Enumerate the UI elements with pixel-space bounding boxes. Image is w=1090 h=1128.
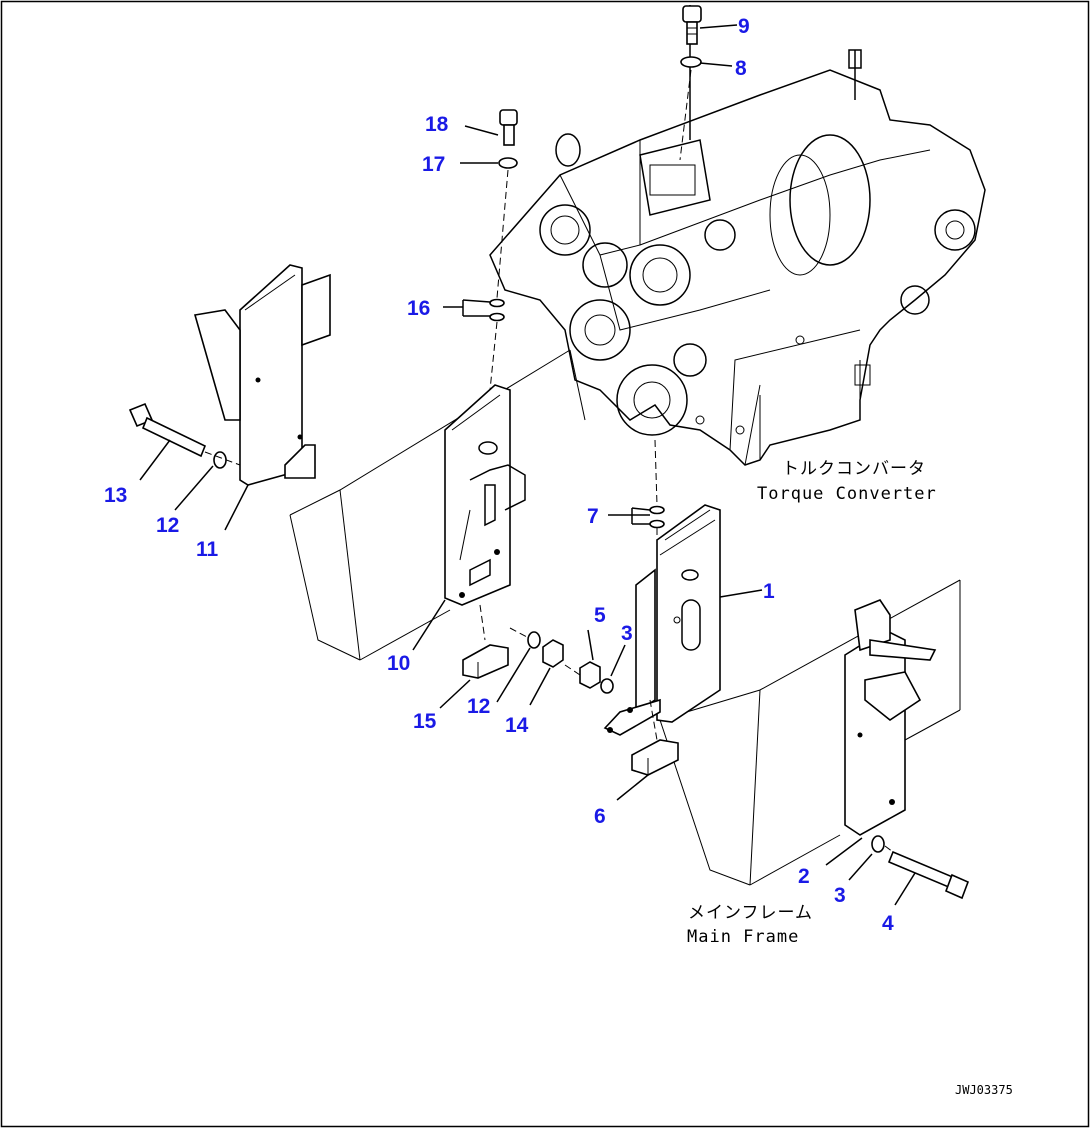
part-12-washer-centre [527,631,541,649]
part-5-nut [579,661,601,689]
callout-2: 2 [798,865,810,888]
part-12-washer-left [213,451,227,469]
callout-16: 16 [407,297,430,320]
drawing-code: JWJ03375 [955,1083,1013,1097]
callout-11: 11 [196,538,219,561]
part-1-bracket-plate [603,504,721,736]
callout-18: 18 [425,113,449,136]
torque-converter-caption-en: Torque Converter [757,484,937,504]
torque-converter-caption-jp: トルクコンバータ [782,459,926,479]
part-16-shims [489,298,505,322]
callout-8: 8 [735,57,747,80]
torque-converter [489,5,986,466]
callout-13: 13 [104,484,127,507]
part-17-washer [498,157,518,169]
part-13-bolt [128,402,207,458]
callout-5: 5 [594,604,606,627]
part-15-spacer [462,644,509,679]
part-11-bracket-plate [193,264,331,486]
callout-1: 1 [763,580,775,603]
callout-7: 7 [587,505,599,528]
part-7-shims [649,505,665,529]
part-3-washer-lower [871,835,885,853]
part-2-bracket-plate [844,599,937,836]
part-6-spacer [631,739,679,776]
callout-12-left: 12 [156,514,179,537]
callouts: 1 2 3 3 4 5 6 7 8 9 10 11 12 12 13 14 15… [104,15,894,935]
part-9-bolt [682,5,702,45]
callout-9: 9 [738,15,750,38]
main-frame-caption-jp: メインフレーム [688,903,813,923]
part-8-washer [680,56,702,68]
part-4-bolt [887,850,970,900]
main-frame-caption-en: Main Frame [687,927,799,947]
part-14-nut [542,639,564,668]
callout-10: 10 [387,652,410,675]
callout-6: 6 [594,805,606,828]
callout-3-upper: 3 [621,622,633,645]
callout-3-lower: 3 [834,884,846,907]
callout-17: 17 [422,153,445,176]
part-10-bracket-plate [444,384,526,606]
callout-15: 15 [413,710,437,733]
part-18-bolt [499,109,518,146]
part-3-washer-upper [600,678,614,694]
callout-14: 14 [505,714,529,737]
callout-12-centre: 12 [467,695,490,718]
assembly-lines [204,69,894,853]
leader-lines [139,24,916,906]
callout-4: 4 [882,912,894,935]
